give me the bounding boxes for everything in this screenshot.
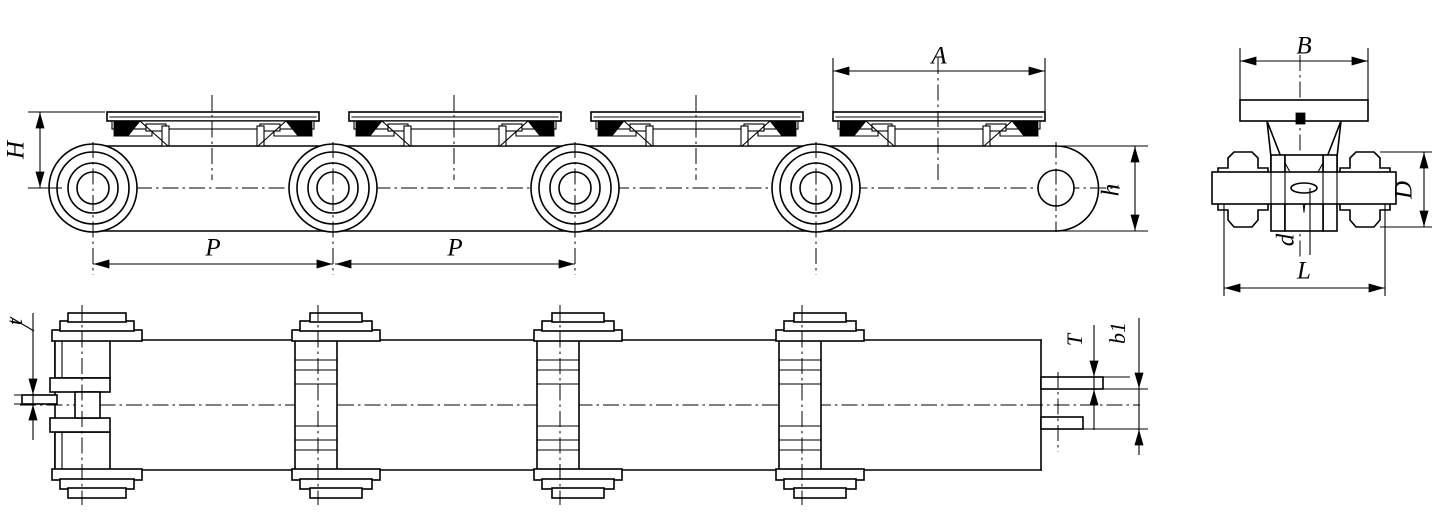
dimension-label-H: H <box>3 139 30 160</box>
plan-left-pin-stub-upper <box>21 394 58 405</box>
dimension-label-b1: b1 <box>1105 322 1130 344</box>
plan-pin-stack-4 <box>775 312 865 499</box>
slat-4 <box>832 111 1046 147</box>
dimension-A: A <box>832 43 1046 112</box>
pin-keyway <box>1290 182 1318 194</box>
dimension-label-h: h <box>1098 184 1125 197</box>
dimension-label-B: B <box>1296 33 1311 60</box>
dimension-label-L: L <box>1296 258 1311 285</box>
dimension-label-T: T <box>1062 332 1087 346</box>
roller-4 <box>771 143 861 233</box>
plan-view: t T b1 <box>2 305 1148 505</box>
slat-assembly-group <box>106 111 1046 147</box>
dimension-label-A: A <box>929 43 947 70</box>
dimension-D: D <box>1380 151 1432 228</box>
dimension-b1: b1 <box>1083 318 1148 455</box>
dimension-P-1: P <box>93 235 333 269</box>
dimension-label-P-2: P <box>446 235 462 262</box>
dimension-label-t: t <box>2 318 27 325</box>
plan-pin-stack-3 <box>533 312 623 499</box>
cross-section-pin <box>1211 171 1397 205</box>
dimension-label-d: d <box>1273 233 1300 246</box>
dimension-d: d <box>1273 188 1311 255</box>
dimension-label-P-1: P <box>204 235 220 262</box>
roller-group <box>48 143 1075 233</box>
slat-1 <box>106 111 320 147</box>
slat-3 <box>590 111 804 147</box>
dimension-label-D: D <box>1391 181 1418 200</box>
side-elevation-view: H A h P <box>3 43 1148 275</box>
dimension-B: B <box>1239 33 1369 100</box>
roller-centerlines <box>92 58 1057 275</box>
slat-2 <box>348 111 562 147</box>
dimension-P-2: P <box>335 235 575 269</box>
dimension-H: H <box>3 111 105 189</box>
dimension-t: t <box>2 313 50 440</box>
plan-right-pin-stubs <box>1040 376 1104 430</box>
dimension-T: T <box>1062 325 1130 430</box>
dimension-h: h <box>1056 145 1148 232</box>
plan-centerlines-vertical <box>81 305 1059 505</box>
plan-pin-stack-2 <box>291 312 381 499</box>
cross-section-slat <box>1239 99 1369 125</box>
dimension-L: L <box>1223 204 1386 296</box>
cross-section-view: B D d L <box>1211 33 1432 296</box>
